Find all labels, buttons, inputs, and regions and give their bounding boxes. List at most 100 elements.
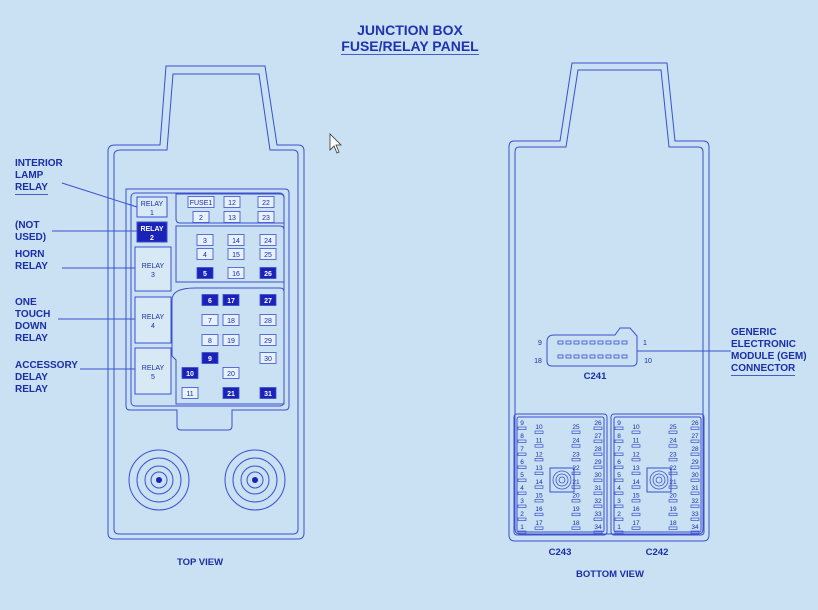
page-title: JUNCTION BOX FUSE/RELAY PANEL	[341, 22, 479, 55]
c243-pin-21	[571, 485, 581, 489]
c243-pin-14-label: 14	[535, 479, 543, 486]
c242-pin-28	[690, 452, 700, 456]
c241-label: C241	[583, 371, 607, 382]
c243-pin-15	[534, 499, 544, 503]
fuse-22	[257, 196, 275, 208]
fuse-13	[223, 211, 241, 223]
c241-pin	[605, 340, 612, 345]
fuse-27	[259, 294, 277, 306]
c243-pin-9	[517, 426, 527, 430]
c241-pin	[581, 340, 588, 345]
c242-pin-16	[631, 512, 641, 517]
fuse-30-label: 30	[264, 356, 272, 363]
c243-pin-19-label: 19	[572, 506, 580, 513]
fuse-3-label: 3	[203, 238, 207, 245]
c242-pin-1-label: 1	[617, 524, 621, 531]
c243-pin-30-label: 30	[594, 472, 602, 479]
c243-pin-25	[571, 430, 581, 434]
c243-pin-5-label: 5	[520, 472, 524, 479]
c242-pin-21-label: 21	[669, 479, 677, 486]
c243-pin-34-label: 34	[594, 524, 602, 531]
fuse-14	[227, 234, 245, 246]
c243-pin-8	[517, 439, 527, 443]
c242-pin-10-label: 10	[632, 424, 640, 431]
c243-pin-6-label: 6	[520, 459, 524, 466]
c242-center-stud	[646, 467, 672, 493]
c242-pin-5-label: 5	[617, 472, 621, 479]
c242-pin-18	[668, 526, 678, 530]
mount-bolt-1-ring	[144, 465, 174, 495]
c242-pin-23-label: 23	[669, 451, 677, 458]
fuse-18	[222, 314, 240, 326]
accessory-delay-relay-callout: ACCESSORY DELAY RELAY	[15, 360, 78, 395]
relay-3-label: RELAY	[142, 263, 165, 270]
c242-pin-32-label: 32	[691, 498, 699, 505]
relay-4	[134, 296, 172, 344]
c242-pin-27-label: 27	[691, 433, 699, 440]
fuse-11	[181, 387, 199, 399]
c242-pin-18-label: 18	[669, 520, 677, 527]
c241-pin	[581, 354, 588, 359]
fuse-9-label: 9	[208, 356, 212, 363]
mount-bolt-1-ring	[136, 457, 182, 503]
c243-pin-23	[571, 458, 581, 462]
c241-pin	[597, 340, 604, 345]
c243-pin-26	[593, 426, 603, 430]
bottom-view-outline	[508, 62, 710, 542]
c243-pin-1-label: 1	[520, 524, 524, 531]
c242-pin-9-label: 9	[617, 420, 621, 427]
fuse-16	[227, 267, 245, 279]
relay-2	[136, 221, 168, 243]
c243-pin-18	[571, 526, 581, 530]
c241-pin	[589, 354, 596, 359]
fuse-7-label: 7	[208, 318, 212, 325]
relay-5-num: 5	[151, 374, 155, 381]
c242-pin-20-label: 20	[669, 493, 677, 500]
fuse-12	[223, 196, 241, 208]
fuse-23-label: 23	[262, 215, 270, 222]
fuse-block-lower-frame	[171, 287, 285, 405]
c243-pin-31-label: 31	[594, 485, 602, 492]
c243-pin-2-label: 2	[520, 511, 524, 518]
c242-pin-31-label: 31	[691, 485, 699, 492]
c242-pin-33	[690, 517, 700, 521]
c243-pin-16	[534, 512, 544, 517]
c242-pin-32	[690, 504, 700, 508]
interior-lamp-leader	[61, 182, 138, 208]
fuse-10-label: 10	[186, 371, 194, 378]
fuse-23	[257, 211, 275, 223]
c242-stud-ring	[655, 476, 663, 484]
c243-pin-34	[593, 530, 603, 534]
top-view-inner-outline	[113, 73, 299, 535]
fuse-31-label: 31	[264, 391, 272, 398]
c241-pin	[565, 354, 572, 359]
c242-stud-ring	[652, 473, 666, 487]
fuse-FUSE1	[187, 196, 215, 208]
c242-pin-11-label: 11	[633, 438, 640, 445]
mount-bolt-2-ring	[224, 449, 286, 511]
c243-pin-23-label: 23	[572, 451, 580, 458]
mount-bolt-1-ring	[128, 449, 190, 511]
gem-connector-callout: GENERIC ELECTRONIC MODULE (GEM) CONNECTO…	[731, 327, 807, 376]
c243-pin-4-label: 4	[520, 485, 524, 492]
fuse-28-label: 28	[264, 318, 272, 325]
c242-pin-11	[631, 444, 641, 448]
one-touch-down-relay-callout: ONE TOUCH DOWN RELAY	[15, 297, 51, 344]
page-subtitle: FUSE/RELAY PANEL	[341, 38, 479, 55]
c242-pin-2	[614, 517, 624, 521]
relay-2-num: 2	[150, 235, 154, 242]
c243-pin-9-label: 9	[520, 420, 524, 427]
c242-pin-12-label: 12	[632, 451, 640, 458]
c242-pin-25-label: 25	[669, 424, 677, 431]
relay-4-label: RELAY	[142, 314, 165, 321]
fuse-FUSE1-label: FUSE1	[190, 200, 213, 207]
mount-bolt-2-ring	[232, 457, 278, 503]
c243-pin-8-label: 8	[520, 433, 524, 440]
c242-pin-13-label: 13	[632, 465, 640, 472]
c243-pin-19	[571, 512, 581, 517]
bottom-view-inner-outline	[514, 69, 704, 535]
c242-pin-3-label: 3	[617, 498, 621, 505]
c243-pin-13	[534, 471, 544, 475]
c243-pin-13-label: 13	[535, 465, 543, 472]
c243-pin-33-label: 33	[594, 511, 602, 518]
